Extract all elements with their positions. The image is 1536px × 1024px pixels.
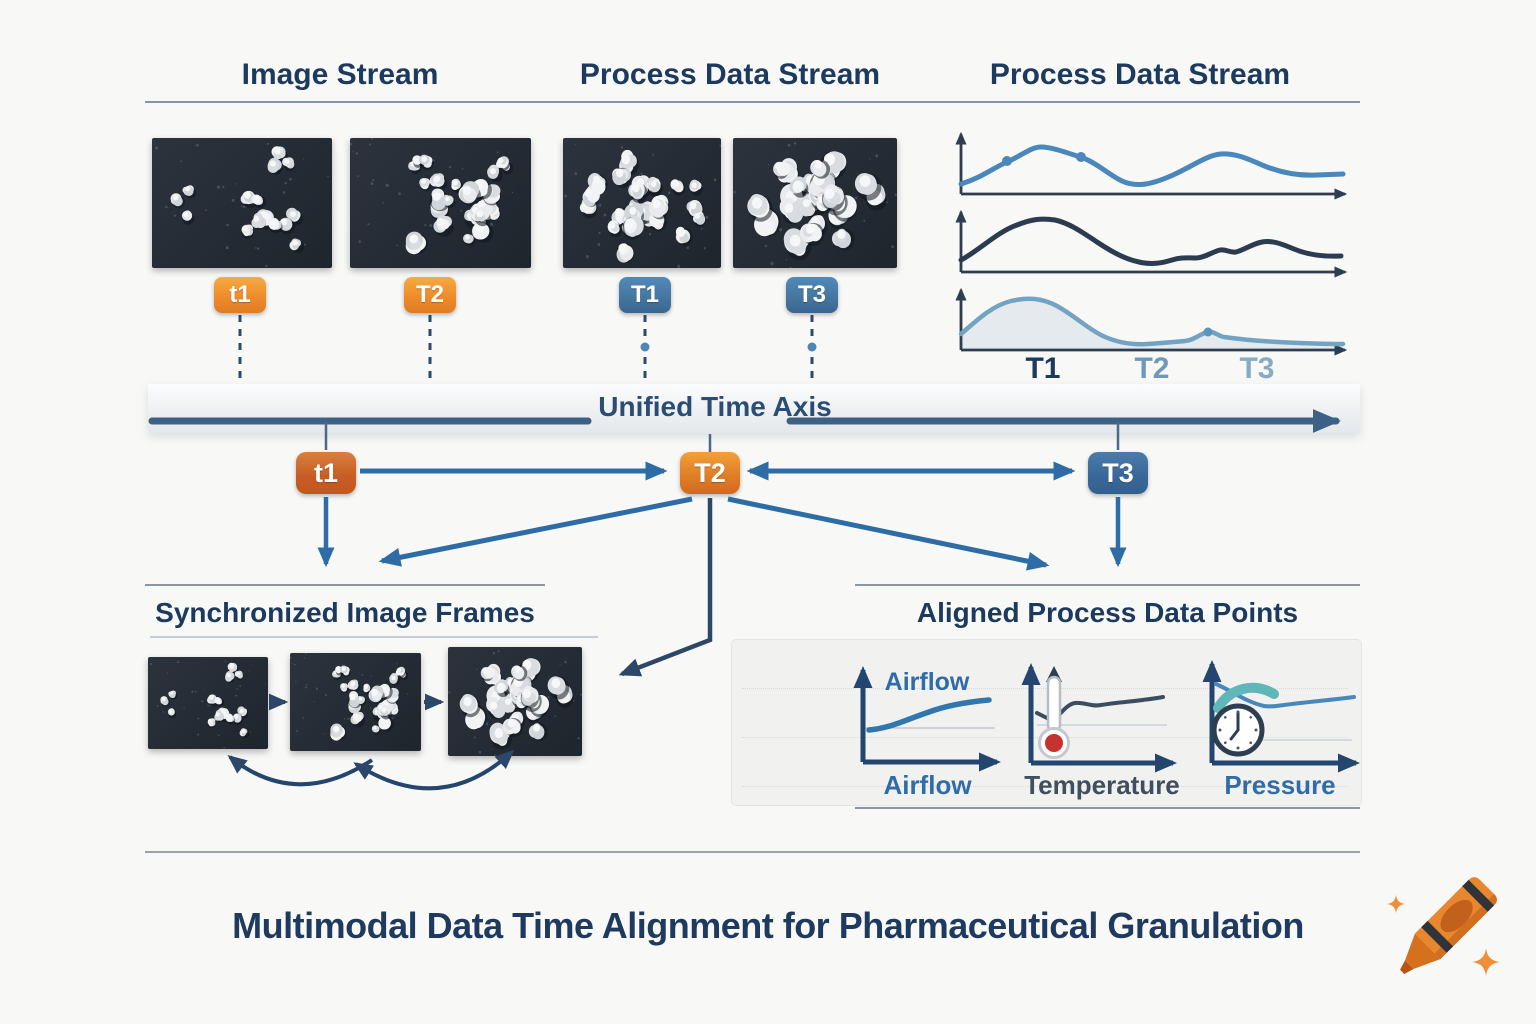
figure-title: Multimodal Data Time Alignment for Pharm…	[232, 905, 1304, 946]
granule-image-t2	[350, 138, 531, 268]
pressure-axis-label: Pressure	[1224, 770, 1336, 800]
aligned-badge-T3: T3	[1088, 452, 1148, 494]
sparkle-icon	[1472, 948, 1500, 976]
timestamp-badge-T3: T3	[786, 277, 838, 313]
left-section-top-rule	[145, 584, 545, 586]
crayon-logo-icon	[1387, 877, 1500, 976]
pressure-chart	[1202, 659, 1361, 773]
panel-gridline	[742, 688, 1348, 689]
temperature-chart	[1021, 662, 1178, 773]
timestamp-badge-T1: T1	[619, 277, 671, 313]
airflow-axis-label: Airflow	[883, 770, 972, 800]
panel-gridline	[742, 786, 1348, 787]
process-data-stream-header-2: Process Data Stream	[989, 58, 1291, 91]
left-section-sub-rule	[150, 636, 598, 638]
process-signal-chart-1	[955, 131, 1348, 200]
process-signal-chart-3	[955, 287, 1348, 356]
right-section-bottom-rule	[855, 807, 1360, 809]
aligned-badge-T2: T2	[680, 452, 740, 494]
timestamp-badge-t2: T2	[404, 277, 456, 313]
aligned-process-data-points-title: Aligned Process Data Points	[916, 597, 1299, 628]
process-signal-chart-2	[955, 209, 1348, 278]
sync-frame-2	[290, 653, 421, 751]
granule-image-T1	[563, 138, 721, 268]
thermometer-icon	[1038, 666, 1070, 759]
header-divider	[145, 101, 1360, 103]
granule-image-t1	[152, 138, 332, 268]
granule-image-T3	[733, 138, 897, 268]
right-section-top-rule	[855, 584, 1360, 586]
sync-frame-1	[148, 657, 268, 749]
timestamp-badge-t1: t1	[214, 277, 266, 313]
image-stream-header: Image Stream	[241, 58, 439, 91]
unified-time-axis-band	[148, 384, 1360, 433]
synchronized-image-frames-title: Synchronized Image Frames	[155, 597, 535, 628]
aligned-badge-t1: t1	[296, 452, 356, 494]
chart-tick-T2: T2	[1134, 352, 1170, 385]
process-data-stream-header-1: Process Data Stream	[579, 58, 881, 91]
gauge-arc-icon	[1213, 682, 1279, 713]
temperature-axis-label: Temperature	[1024, 770, 1180, 800]
sync-frame-3	[448, 647, 582, 756]
airflow-chart	[853, 665, 1002, 772]
chart-tick-T3: T3	[1239, 352, 1275, 385]
airflow-series-label: Airflow	[884, 668, 970, 696]
sparkle-icon	[1387, 895, 1405, 913]
chart-tick-T1: T1	[1025, 352, 1061, 385]
unified-time-axis-label: Unified Time Axis	[598, 391, 832, 422]
clock-gauge-icon	[1211, 703, 1265, 757]
footer-divider	[145, 851, 1360, 853]
